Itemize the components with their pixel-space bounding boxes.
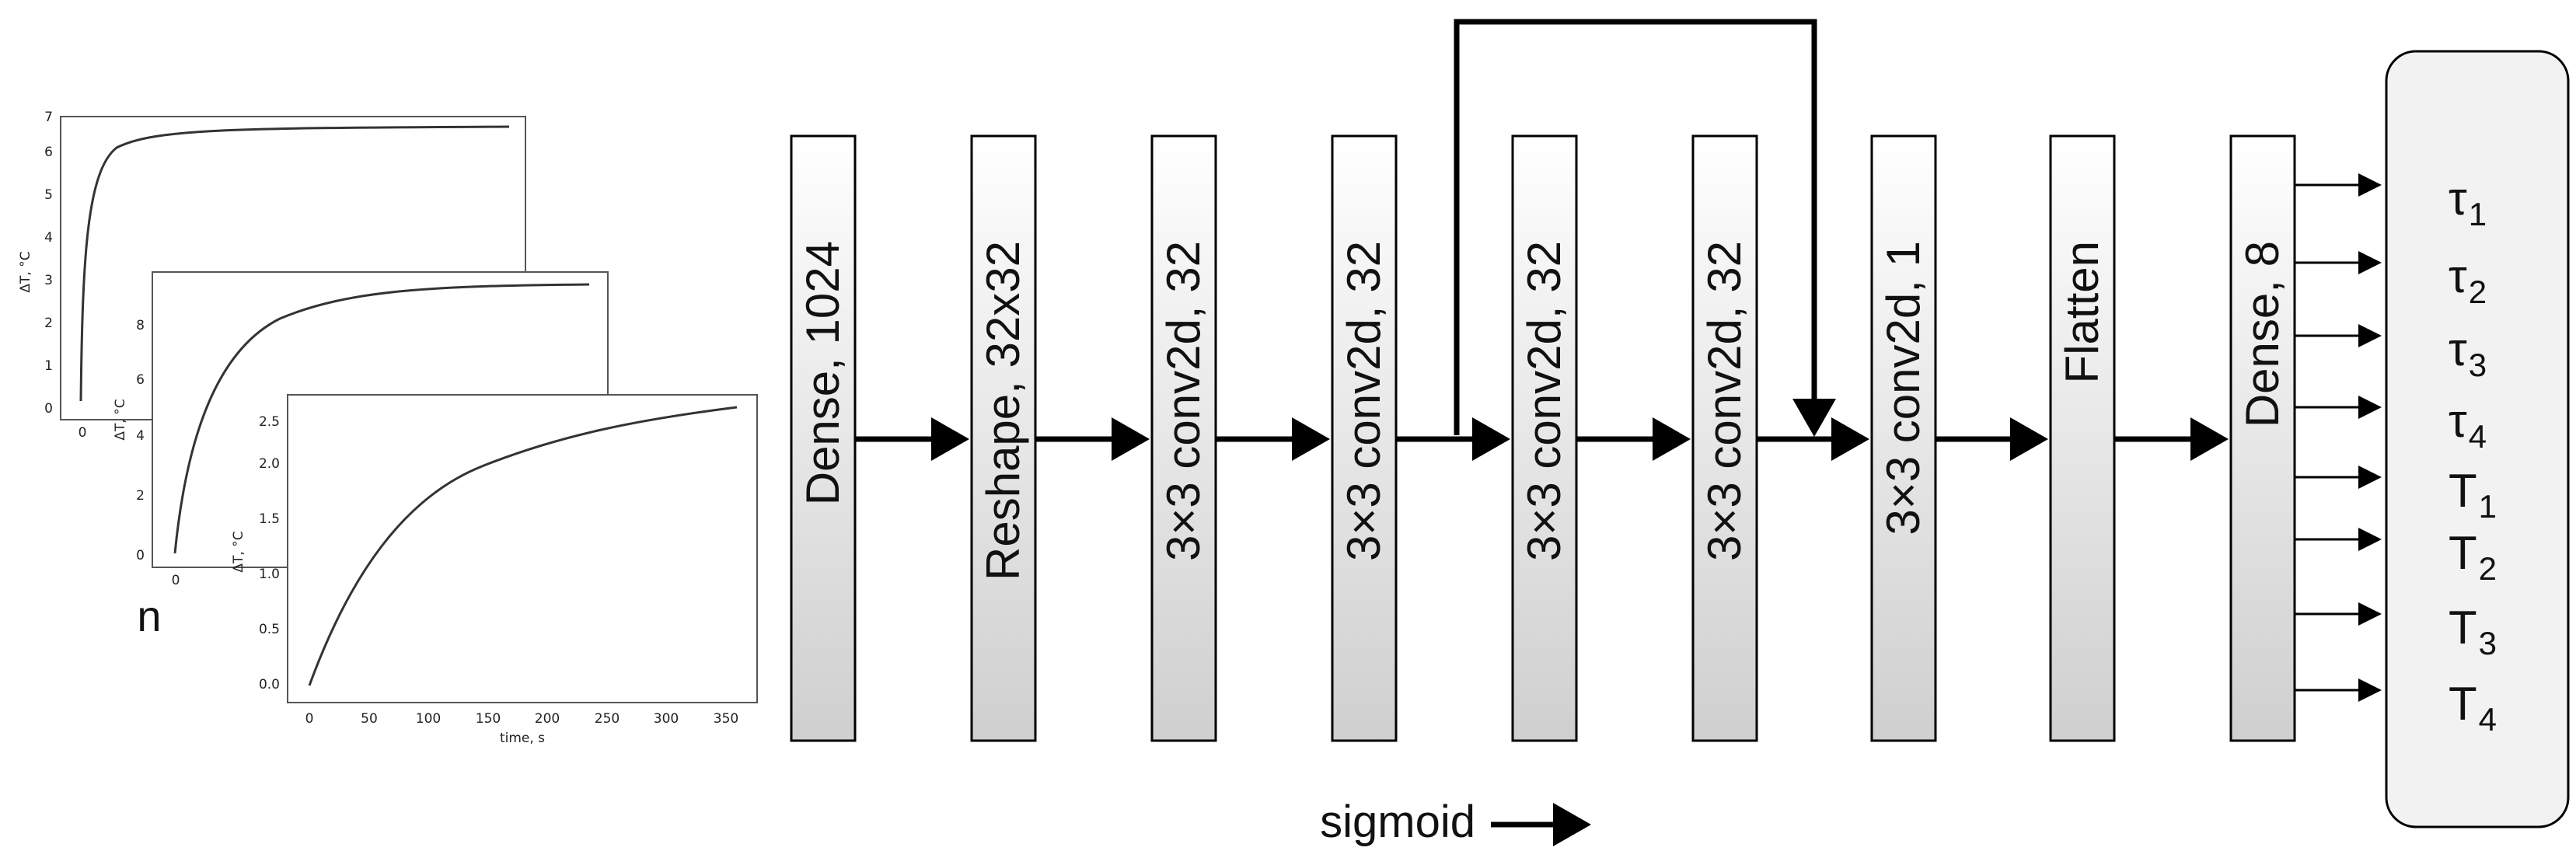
- output-tau-3: τ3: [2449, 323, 2487, 383]
- layer-box: [1870, 134, 1937, 742]
- plot-2-xtick: 0: [172, 573, 180, 588]
- plot-1-xtick: 0: [79, 425, 87, 441]
- plot-3-xticks: 0 50 100 150 200 250 300 350: [305, 711, 739, 727]
- ytick: 2.5: [259, 414, 280, 430]
- output-tau-1: τ1: [2449, 173, 2487, 232]
- layer-label: Dense, 8: [2236, 241, 2288, 427]
- layer-6: 3×3 conv2d, 32: [1691, 134, 1758, 742]
- layer-box: [1511, 134, 1578, 742]
- plot-3-ylabel: ΔT, °C: [231, 531, 246, 572]
- ytick: 2.0: [259, 456, 280, 472]
- ytick: 0: [136, 548, 145, 563]
- ytick: 7: [44, 110, 53, 125]
- layer-label: Dense, 1024: [797, 241, 849, 505]
- ytick: 0: [44, 401, 53, 417]
- layer-label: 3×3 conv2d, 32: [1157, 241, 1209, 561]
- skip-connection-line: [1454, 19, 1836, 437]
- skip-connection: [1454, 19, 1836, 437]
- xtick: 150: [476, 711, 501, 727]
- ytick: 8: [136, 318, 145, 333]
- output-T-2: T2: [2449, 527, 2497, 587]
- xtick: 200: [535, 711, 560, 727]
- layer-9: Dense, 8: [2229, 134, 2296, 742]
- layer-label: 3×3 conv2d, 32: [1338, 241, 1390, 561]
- plot-3-yticks: 0.0 0.5 1.0 1.5 2.0 2.5: [259, 414, 280, 692]
- plot-2-ylabel: ΔT, °C: [113, 399, 128, 440]
- layer-box: [1691, 134, 1758, 742]
- output-T-1: T1: [2449, 465, 2497, 525]
- layer-box: [1331, 134, 1398, 742]
- plot-2-yticks: 0 2 4 6 8: [136, 318, 145, 563]
- plot-frame: [287, 394, 758, 703]
- plot-3-xlabel: time, s: [500, 731, 545, 746]
- ytick: 1: [44, 358, 53, 374]
- ytick: 0.0: [259, 677, 280, 692]
- ytick: 2: [44, 316, 53, 331]
- layer-label: 3×3 conv2d, 32: [1518, 241, 1570, 561]
- layer-box: [1150, 134, 1217, 742]
- layer-box: [2049, 134, 2116, 742]
- legend: sigmoid: [1320, 797, 1591, 847]
- layer-label: Reshape, 32x32: [977, 241, 1029, 581]
- ytick: 6: [136, 372, 145, 388]
- layer-label: 3×3 conv2d, 1: [1877, 241, 1929, 535]
- plot-1-curve: [79, 125, 510, 402]
- output-box: [2385, 50, 2570, 828]
- plot-1-yticks: 0 1 2 3 4 5 6 7: [44, 110, 53, 417]
- xtick: 250: [595, 711, 620, 727]
- plot-3-curve: [308, 406, 738, 686]
- legend-sigmoid-label: sigmoid: [1320, 797, 1475, 847]
- input-count-label: n: [137, 591, 161, 640]
- output-arrows: [2295, 173, 2382, 702]
- output-tau-4: τ4: [2449, 395, 2487, 455]
- layer-box: [2229, 134, 2296, 742]
- ytick: 0.5: [259, 622, 280, 637]
- plot-1-ylabel: ΔT, °C: [18, 251, 33, 292]
- layer-label: 3×3 conv2d, 32: [1698, 241, 1750, 561]
- ytick: 4: [44, 230, 53, 246]
- ytick: 4: [136, 428, 145, 444]
- ytick: 5: [44, 187, 53, 203]
- output-tau-2: τ2: [2449, 250, 2487, 310]
- xtick: 0: [305, 711, 314, 727]
- layer-1: Dense, 1024: [790, 134, 857, 742]
- output-T-3: T3: [2449, 602, 2497, 661]
- ytick: 2: [136, 488, 145, 504]
- layer-label: Flatten: [2056, 241, 2108, 383]
- xtick: 300: [654, 711, 679, 727]
- ytick: 1.5: [259, 511, 280, 527]
- layer-stack: Dense, 1024 Reshape, 32x32 3×3 conv2d, 32 3…: [790, 134, 2296, 742]
- ytick: 1.0: [259, 567, 280, 582]
- input-plot-3: 0.0 0.5 1.0 1.5 2.0 2.5 ΔT, °C 0 50 100 …: [231, 394, 758, 746]
- layer-4: 3×3 conv2d, 32: [1331, 134, 1398, 742]
- xtick: 350: [714, 711, 738, 727]
- output-T-4: T4: [2449, 678, 2497, 738]
- layer-8: Flatten: [2049, 134, 2116, 742]
- layer-5: 3×3 conv2d, 32: [1511, 134, 1578, 742]
- layer-2: Reshape, 32x32: [970, 134, 1037, 742]
- ytick: 3: [44, 273, 53, 288]
- xtick: 100: [416, 711, 441, 727]
- xtick: 50: [361, 711, 378, 727]
- plot-2-curve: [173, 283, 590, 554]
- layer-3: 3×3 conv2d, 32: [1150, 134, 1217, 742]
- layer-7: 3×3 conv2d, 1: [1870, 134, 1937, 742]
- ytick: 6: [44, 145, 53, 160]
